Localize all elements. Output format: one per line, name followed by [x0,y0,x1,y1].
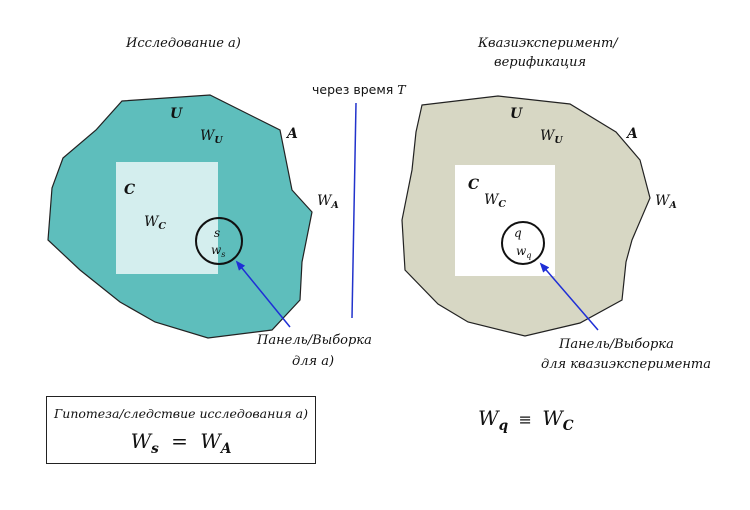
right-pointer-label-line2: для квазиэксперимента [541,357,711,372]
right-panel-title-line2: верификация [494,55,587,70]
right-panel-title-line1: Квазиэксперимент/ [478,36,618,51]
right-sample-circle [501,221,545,265]
left-set-a-label: A [287,126,298,142]
right-pointer-label-line1: Панель/Выборка [559,337,674,352]
left-pointer-arrow [235,260,291,328]
left-w-a-label: WA [317,193,339,212]
left-sample-circle [195,217,243,265]
left-pointer-label-line1: Панель/Выборка [257,333,372,348]
right-w-a-label: WA [655,193,677,212]
left-panel-title: Исследование а) [126,36,241,51]
right-w-u-label: WU [540,128,563,147]
left-set-c-label: C [124,182,136,198]
left-w-c-label: WC [144,214,166,233]
hypothesis-box: Гипотеза/следствие исследования а) Ws = … [46,396,316,464]
right-set-u-label: U [510,106,523,122]
left-set-u-label: U [170,106,183,122]
time-label: через время T [312,82,406,97]
right-w-q-label: wq [516,244,532,260]
hypothesis-title: Гипотеза/следствие исследования а) [54,406,308,421]
right-set-a-label: A [627,126,638,142]
right-sample-symbol: q [514,226,522,240]
hypothesis-equation: Ws = WA [130,429,232,457]
equivalence-equation: Wq ≡ WC [478,406,574,434]
left-w-s-label: ws [211,243,226,259]
right-set-c-label: C [468,177,480,193]
left-w-u-label: WU [200,128,223,147]
left-pointer-label-line2: для а) [292,354,335,369]
right-w-c-label: WC [484,192,506,211]
right-pointer-arrow [539,262,599,331]
left-sample-symbol: s [214,226,221,240]
time-divider-line [351,102,357,319]
